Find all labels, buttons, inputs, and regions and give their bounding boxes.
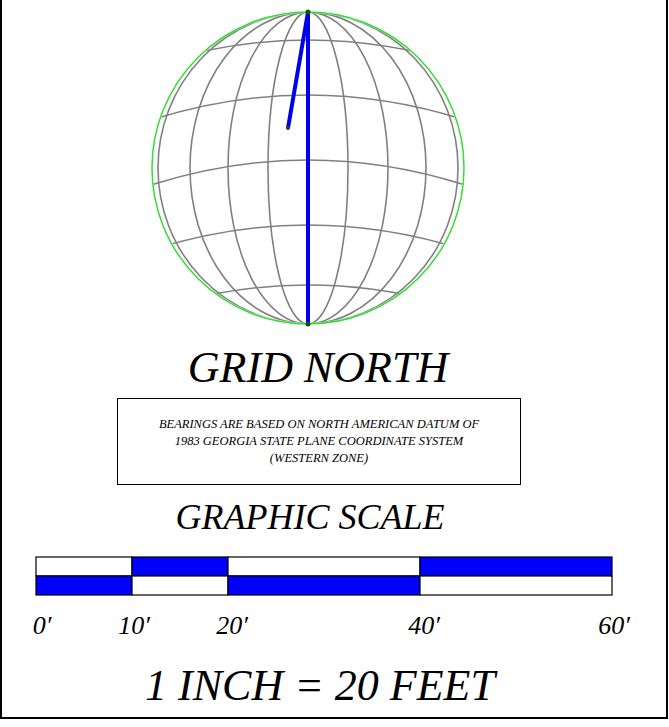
scale-tick-label: 0′ [33, 613, 52, 639]
scale-ratio: 1 INCH = 20 FEET [145, 664, 495, 708]
note-text: BEARINGS ARE BASED ON NORTH AMERICAN DAT… [154, 416, 484, 467]
scale-tick-label: 20′ [216, 613, 248, 639]
globe-symbol [142, 10, 474, 327]
note-box: BEARINGS ARE BASED ON NORTH AMERICAN DAT… [117, 398, 521, 485]
scale-tick-label: 40′ [408, 613, 440, 639]
graphic-scale-bar [36, 557, 612, 595]
north-title: GRID NORTH [188, 346, 448, 390]
scale-tick-label: 10′ [118, 613, 150, 639]
scale-title: GRAPHIC SCALE [176, 499, 445, 535]
north-arrow-barb [288, 12, 308, 128]
north-arrow [306, 12, 310, 324]
scale-tick-label: 60′ [598, 613, 630, 639]
